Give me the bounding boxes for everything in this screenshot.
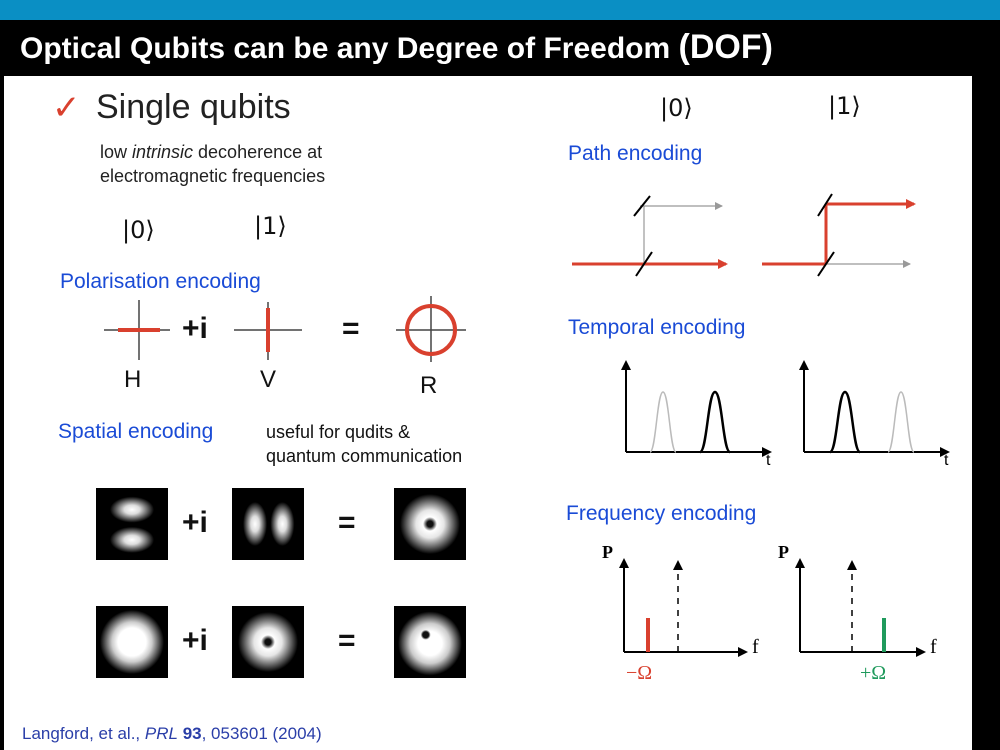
- frequency-axis-p-2: P: [778, 542, 789, 562]
- temporal-encoding-state-0: [621, 360, 772, 457]
- spatial-equals-2: =: [338, 624, 356, 657]
- temporal-encoding-state-1: [799, 360, 950, 457]
- citation-rest: , 053601 (2004): [201, 724, 322, 743]
- spatial-equals-1: =: [338, 506, 356, 539]
- polarisation-encoding-label: Polarisation encoding: [60, 270, 261, 293]
- slide-title-suffix: (DOF): [678, 28, 773, 66]
- spatial-note-2: quantum communication: [266, 446, 463, 466]
- spatial-encoding-label: Spatial encoding: [58, 420, 214, 443]
- citation: Langford, et al., PRL 93, 053601 (2004): [22, 724, 322, 744]
- frequency-axis-p-1: P: [602, 542, 613, 562]
- polarisation-label-r: R: [420, 372, 438, 399]
- left-ket-0: |0⟩: [122, 216, 155, 244]
- sub-text-c: decoherence at: [193, 142, 323, 162]
- polarisation-label-v: V: [260, 366, 277, 393]
- polarisation-h-symbol: [104, 300, 170, 360]
- right-ket-1: |1⟩: [828, 92, 861, 120]
- right-ket-0: |0⟩: [660, 94, 693, 122]
- frequency-encoding-state-0: [619, 558, 748, 657]
- polarisation-label-h: H: [124, 366, 142, 393]
- decoherence-line-1: low intrinsic decoherence at: [100, 142, 322, 163]
- frequency-axis-f-1: f: [752, 636, 759, 658]
- polarisation-v-symbol: [234, 302, 302, 360]
- mode-image-hg10: [96, 488, 168, 560]
- mode-image-hg01: [232, 488, 304, 560]
- right-border: [972, 76, 1000, 750]
- polarisation-equals: =: [342, 312, 360, 345]
- mode-image-gaussian: [96, 606, 168, 678]
- title-bar: [0, 20, 1000, 76]
- frequency-minus-omega: −Ω: [626, 662, 653, 684]
- path-encoding-label: Path encoding: [568, 142, 703, 165]
- mode-image-offset-vortex: [394, 606, 466, 678]
- citation-volume: 93: [182, 724, 202, 743]
- single-qubits-heading: Single qubits: [96, 88, 291, 126]
- slide-title-main: Optical Qubits can be any Degree of Free…: [20, 32, 671, 65]
- spatial-plus-i-1: +i: [182, 506, 208, 539]
- polarisation-r-symbol: [396, 296, 466, 362]
- path-encoding-state-1: [762, 193, 916, 277]
- left-ket-1: |1⟩: [254, 212, 287, 240]
- checkmark-icon: ✓: [52, 88, 81, 128]
- frequency-encoding-state-1: [795, 558, 926, 657]
- citation-journal: PRL: [144, 724, 178, 743]
- top-accent-bar: [0, 0, 1000, 20]
- frequency-axis-f-2: f: [930, 636, 937, 658]
- mode-image-donut-1: [394, 488, 466, 560]
- left-border: [0, 76, 4, 750]
- mode-image-donut-2: [232, 606, 304, 678]
- sub-text-intrinsic: intrinsic: [132, 142, 194, 162]
- frequency-encoding-label: Frequency encoding: [566, 502, 757, 525]
- temporal-axis-t-2: t: [944, 452, 949, 469]
- sub-text-a: low: [100, 142, 133, 162]
- citation-authors: Langford, et al.,: [22, 724, 145, 743]
- spatial-note-1: useful for qudits &: [266, 422, 411, 442]
- temporal-encoding-label: Temporal encoding: [568, 316, 746, 339]
- temporal-axis-t-1: t: [766, 452, 771, 469]
- slide-title: Optical Qubits can be any Degree of Free…: [20, 28, 773, 67]
- spatial-plus-i-2: +i: [182, 624, 208, 657]
- decoherence-line-2: electromagnetic frequencies: [100, 166, 326, 186]
- polarisation-plus-i: +i: [182, 312, 208, 345]
- path-encoding-state-0: [572, 195, 728, 277]
- frequency-plus-omega: +Ω: [860, 662, 887, 684]
